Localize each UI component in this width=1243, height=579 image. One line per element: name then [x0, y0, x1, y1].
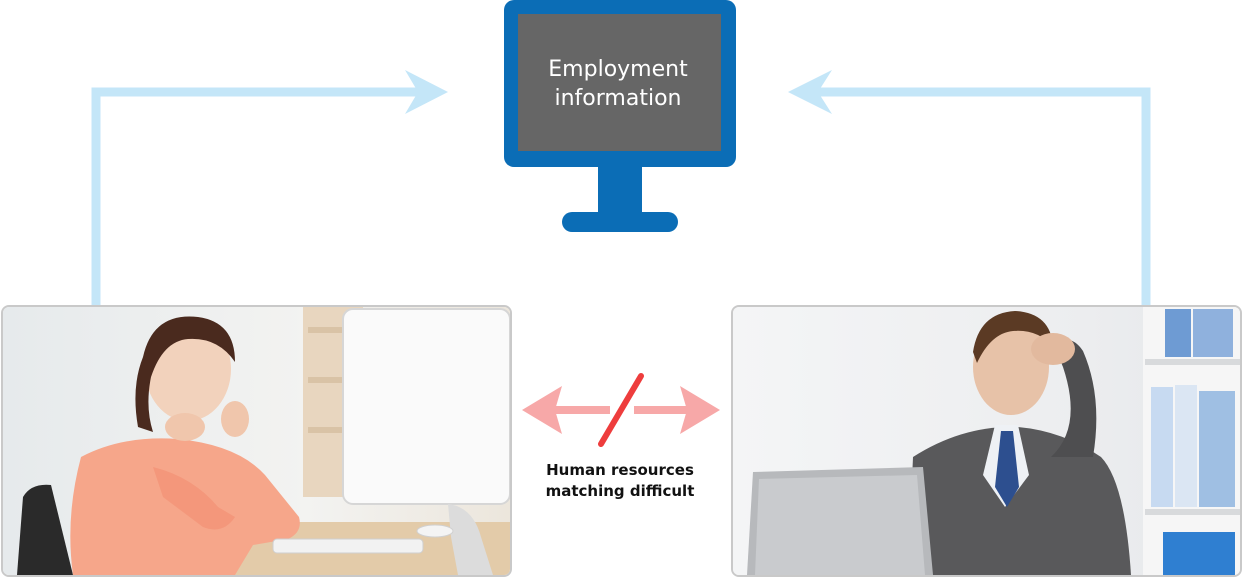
matching-caption: Human resources matching difficult: [520, 460, 720, 502]
stressed-man-at-laptop-photo: [731, 305, 1242, 577]
caption-line2: matching difficult: [545, 482, 695, 500]
right-flow-arrow: [788, 70, 1151, 305]
caption-line1: Human resources: [546, 461, 694, 479]
broken-slash-icon: [598, 373, 644, 447]
woman-at-desktop-photo: [1, 305, 512, 577]
monitor-icon: [504, 0, 736, 232]
broken-matching-arrow: [522, 373, 720, 447]
monitor-label-line2: information: [554, 86, 682, 111]
left-flow-arrow: [91, 70, 448, 305]
monitor-label-line1: Employment: [548, 57, 688, 82]
monitor-label: Employment information: [518, 55, 718, 113]
